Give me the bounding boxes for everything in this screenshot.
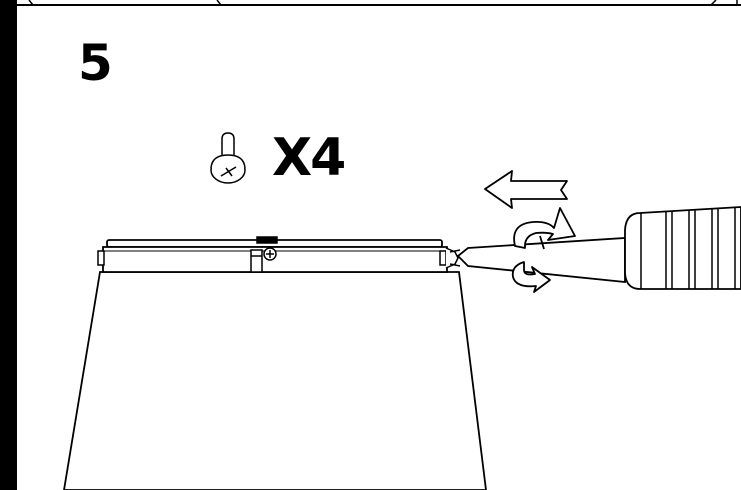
arrow-left-icon: [484, 170, 568, 209]
previous-step-frame: [17, 0, 741, 6]
lamp-shade: [63, 271, 487, 490]
screw-quantity-label: X4: [272, 128, 346, 188]
page-border-left: [0, 0, 17, 490]
step-number: 5: [78, 34, 113, 92]
side-screw-icon: [445, 247, 461, 269]
rotate-icon: [511, 207, 576, 293]
rim-bracket: [250, 236, 278, 273]
screw-icon: [210, 132, 246, 184]
rim-screw-icon: [263, 247, 277, 261]
screwdriver-icon: [456, 206, 741, 290]
